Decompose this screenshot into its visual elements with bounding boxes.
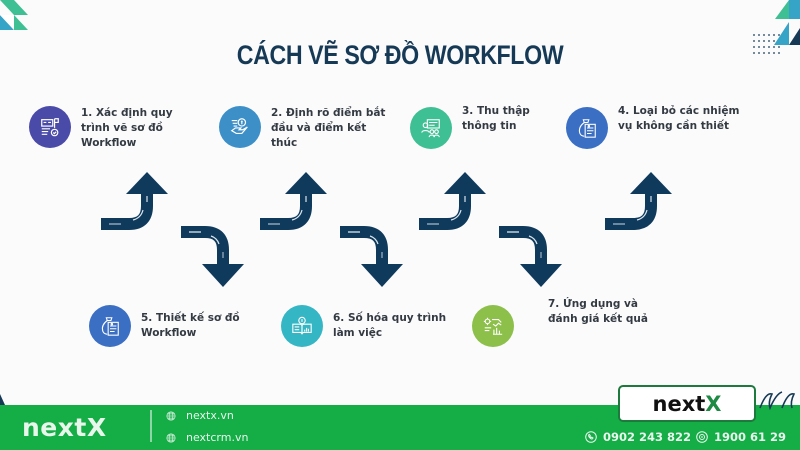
swoosh-decoration: [759, 391, 796, 410]
step-5-label: 5. Thiết kế sơ đồ Workflow: [141, 312, 240, 339]
corner-decoration-bottom-left: [0, 394, 5, 405]
phone-number: 0902 243 822: [603, 430, 692, 444]
step-6-circle: [281, 305, 323, 347]
step-7: 7. Ứng dụng và đánh giá kết quả: [472, 297, 648, 347]
step-1: 1. Xác định quy trình vẽ sơ đồ Workflow: [29, 106, 173, 151]
page-title: CÁCH VẼ SƠ ĐỒ WORKFLOW: [236, 40, 564, 70]
footer-phone-hotline[interactable]: 1900 61 29: [696, 430, 786, 444]
step-4-circle: [566, 107, 608, 149]
step-1-label: 1. Xác định quy trình vẽ sơ đồ Workflow: [81, 107, 173, 149]
footer-brand: nextX: [22, 413, 107, 442]
book-coin-icon: [292, 316, 312, 335]
step-4-label: 4. Loại bỏ các nhiệm vụ không cần thiết: [618, 105, 740, 132]
money-bag-document-icon: [578, 119, 596, 138]
footer-divider: [150, 410, 152, 442]
footer-link-nextcrm[interactable]: nextcrm.vn: [166, 431, 248, 444]
team-board-icon: [421, 119, 440, 138]
globe-icon: [166, 410, 176, 421]
phone-number: 1900 61 29: [714, 430, 787, 444]
hotline-icon: [696, 431, 708, 443]
step-6-label: 6. Số hóa quy trình làm việc: [333, 312, 447, 339]
step-7-label: 7. Ứng dụng và đánh giá kết quả: [548, 298, 648, 325]
logo-text-x: X: [705, 391, 722, 416]
step-2-circle: [219, 106, 261, 148]
hand-coin-icon: [230, 118, 248, 135]
footer-link-text: nextx.vn: [186, 409, 234, 422]
step-4: 4. Loại bỏ các nhiệm vụ không cần thiết: [566, 104, 739, 149]
corner-decoration-top-right: [753, 0, 800, 54]
step-1-circle: [29, 106, 71, 148]
step-5: 5. Thiết kế sơ đồ Workflow: [89, 305, 240, 347]
analytics-gear-icon: [483, 317, 503, 335]
step-5-circle: [89, 305, 131, 347]
step-7-circle: [472, 305, 514, 347]
footer-link-nextx[interactable]: nextx.vn: [166, 409, 234, 422]
phone-icon: [585, 431, 597, 443]
step-2: 2. Định rõ điểm bắt đầu và điểm kết thúc: [219, 106, 385, 151]
checklist-icon: [41, 118, 59, 137]
money-bag-document-icon: [101, 317, 119, 336]
step-3-circle: [410, 107, 452, 149]
step-2-label: 2. Định rõ điểm bắt đầu và điểm kết thúc: [271, 107, 386, 149]
step-6: 6. Số hóa quy trình làm việc: [281, 305, 446, 347]
footer-phone-mobile[interactable]: 0902 243 822: [585, 430, 691, 444]
footer-link-text: nextcrm.vn: [186, 431, 249, 444]
step-3: 3. Thu thập thông tin: [410, 104, 530, 149]
globe-icon: [166, 432, 176, 443]
logo-text-next: next: [652, 391, 706, 416]
corner-decoration-top-left: [0, 0, 28, 30]
step-3-label: 3. Thu thập thông tin: [462, 105, 530, 132]
